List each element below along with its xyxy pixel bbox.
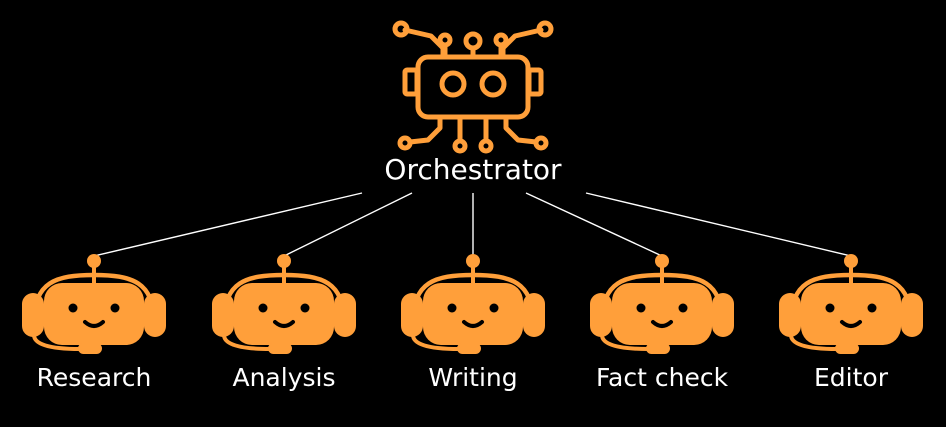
agent-label-analysis: Analysis	[232, 363, 336, 392]
connector-analysis	[283, 192, 413, 257]
connector-fact-check	[525, 192, 663, 257]
robot-headset-icon	[212, 254, 356, 354]
agent-label-writing: Writing	[428, 363, 518, 392]
circuit-robot-icon	[392, 20, 554, 154]
connector-research	[93, 192, 363, 257]
connector-editor	[585, 192, 852, 257]
agent-label-editor: Editor	[814, 363, 888, 392]
connector-lines	[93, 192, 852, 257]
robot-headset-icon	[590, 254, 734, 354]
orchestrator-label: Orchestrator	[384, 153, 562, 186]
agent-label-research: Research	[36, 363, 152, 392]
robot-headset-icon	[401, 254, 545, 354]
agent-label-fact-check: Fact check	[595, 363, 729, 392]
agent-icons	[22, 254, 923, 354]
robot-headset-icon	[22, 254, 166, 354]
robot-headset-icon	[779, 254, 923, 354]
